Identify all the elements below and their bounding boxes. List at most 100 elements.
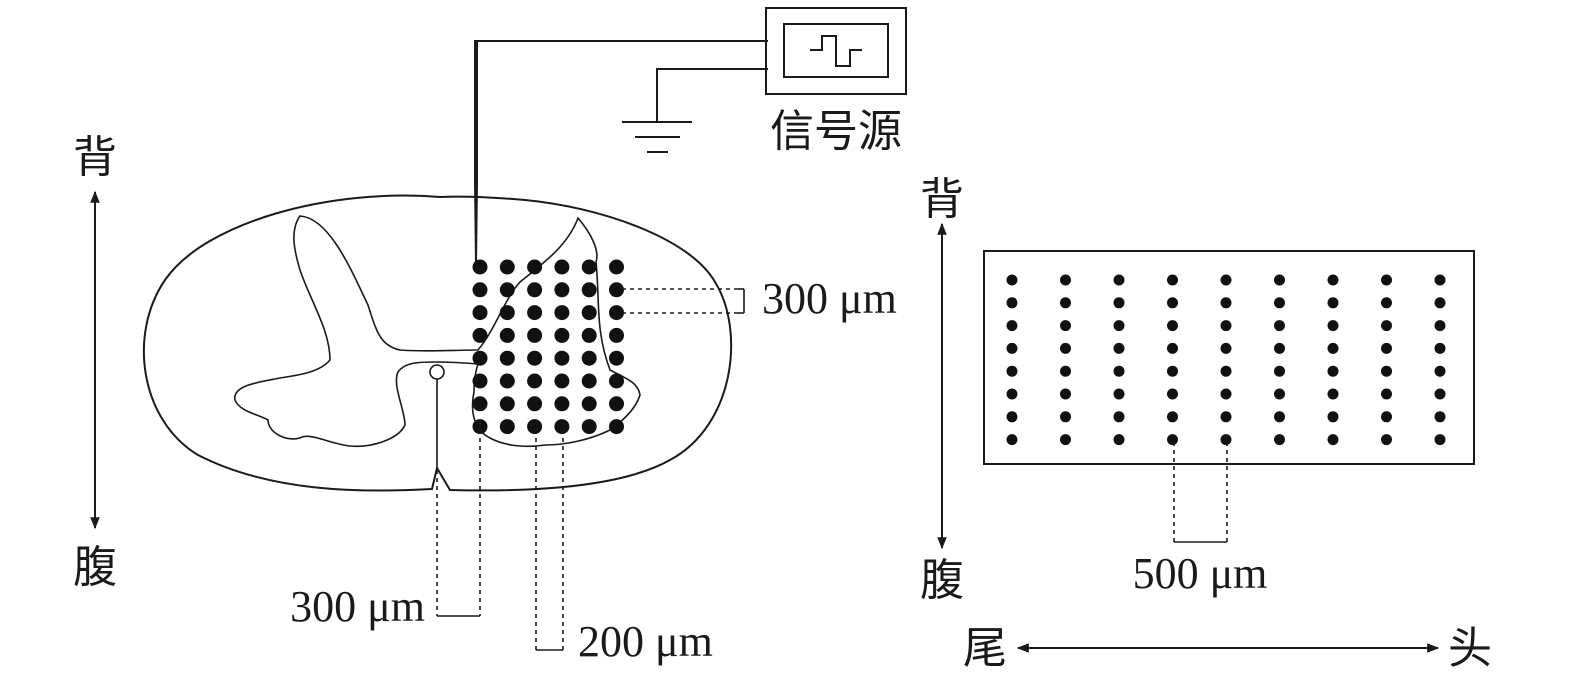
electrode-dot: [527, 396, 543, 412]
electrode-dot: [1167, 434, 1178, 446]
electrode-dot: [1006, 274, 1018, 286]
electrode-dot: [499, 305, 515, 321]
column-spacing-indicator: [535, 430, 564, 651]
electrode-dot: [1060, 320, 1071, 332]
electrode-dot: [527, 259, 543, 275]
electrode-dot: [581, 373, 597, 389]
electrode-dot: [527, 350, 543, 366]
electrode-dot: [1006, 297, 1018, 309]
column-spacing-label: 200 μm: [578, 617, 713, 666]
right-array-frame: [983, 250, 1475, 465]
electrode-dot: [1060, 297, 1071, 309]
electrode-dot: [527, 373, 543, 389]
right-column-spacing-label: 500 μm: [1133, 549, 1268, 598]
electrode-dot: [472, 259, 488, 275]
electrode-dot: [1327, 297, 1339, 309]
axis-top-label-right: 背: [920, 174, 964, 225]
electrode-dot: [1327, 342, 1339, 354]
electrode-dot: [1113, 342, 1125, 354]
electrode-dot: [1381, 411, 1392, 423]
electrode-dot: [1220, 297, 1232, 309]
electrode-dot: [609, 259, 624, 275]
electrode-dot: [1006, 434, 1018, 446]
electrode-dot: [1060, 274, 1071, 286]
row-spacing-label: 300 μm: [762, 274, 897, 323]
electrode-dot: [472, 327, 488, 343]
electrode-dot: [1327, 388, 1339, 400]
electrode-dot: [1434, 411, 1446, 423]
electrode-dot: [1274, 297, 1285, 309]
electrode-dot: [1381, 342, 1392, 354]
spinal-cord-outline: [142, 194, 733, 492]
pulse-waveform-icon: [810, 35, 862, 67]
electrode-dot: [1434, 388, 1446, 400]
electrode-dot: [581, 305, 597, 321]
electrode-dot: [554, 350, 570, 366]
electrode-dot: [1006, 365, 1018, 377]
electrode-dot: [1327, 434, 1339, 446]
electrode-dot: [1434, 434, 1446, 446]
axis-right-label: 头: [1448, 623, 1492, 674]
electrode-dot: [472, 282, 488, 298]
electrode-dot: [1274, 320, 1285, 332]
electrode-dot: [1434, 342, 1446, 354]
electrode-dot: [1274, 434, 1285, 446]
electrode-dot: [1274, 365, 1285, 377]
electrode-dot: [581, 350, 597, 366]
electrode-dot: [1113, 297, 1125, 309]
electrode-dot: [1167, 320, 1178, 332]
signal-source-inner-box: [783, 23, 889, 78]
electrode-dot: [1381, 320, 1392, 332]
electrode-dot: [554, 305, 570, 321]
electrode-dot: [1220, 388, 1232, 400]
electrode-dot: [1167, 388, 1178, 400]
left-panel: 背 腹 信号源 300 μm: [73, 7, 907, 666]
electrode-dot: [554, 259, 570, 275]
axis-bottom-label-left: 腹: [73, 542, 117, 593]
signal-source-label: 信号源: [770, 106, 902, 157]
electrode-dot: [1113, 365, 1125, 377]
electrode-dot: [499, 419, 515, 435]
electrode-dot: [1167, 411, 1178, 423]
electrode-dot: [1274, 388, 1285, 400]
electrode-dot: [499, 350, 515, 366]
electrode-dot: [1113, 411, 1125, 423]
electrode-dot: [527, 327, 543, 343]
electrode-dot: [554, 419, 570, 435]
electrode-dot: [527, 419, 543, 435]
electrode-dot: [1006, 388, 1018, 400]
electrode-dot: [609, 373, 624, 389]
electrode-dot: [472, 419, 488, 435]
electrode-dot: [1381, 365, 1392, 377]
electrode-dot: [1381, 274, 1392, 286]
electrode-dot: [1274, 342, 1285, 354]
electrode-dot: [581, 259, 597, 275]
electrode-dot: [1220, 365, 1232, 377]
electrode-dot: [1381, 297, 1392, 309]
electrode-dot: [1113, 274, 1125, 286]
electrode-dot: [527, 305, 543, 321]
electrode-dot: [499, 373, 515, 389]
electrode-dot: [1167, 297, 1178, 309]
electrode-dot: [472, 396, 488, 412]
electrode-dot: [1434, 365, 1446, 377]
axis-bottom-label-right: 腹: [920, 555, 964, 606]
central-canal: [429, 364, 445, 380]
electrode-dot: [1113, 320, 1125, 332]
left-electrode-grid: [472, 259, 624, 435]
ground-wire: [656, 68, 768, 121]
electrode-dot: [1113, 388, 1125, 400]
electrode-dot: [581, 396, 597, 412]
axis-top-label-left: 背: [73, 132, 117, 183]
electrode-dot: [499, 259, 515, 275]
electrode-dot: [1060, 342, 1071, 354]
electrode-dot: [1167, 365, 1178, 377]
electrode-dot: [609, 305, 624, 321]
electrode-dot: [1220, 320, 1232, 332]
electrode-dot: [581, 419, 597, 435]
electrode-dot: [1327, 320, 1339, 332]
electrode-dot: [499, 282, 515, 298]
right-panel: 背 腹 尾 头 500 μm: [920, 174, 1492, 674]
offset-label: 300 μm: [290, 582, 425, 631]
